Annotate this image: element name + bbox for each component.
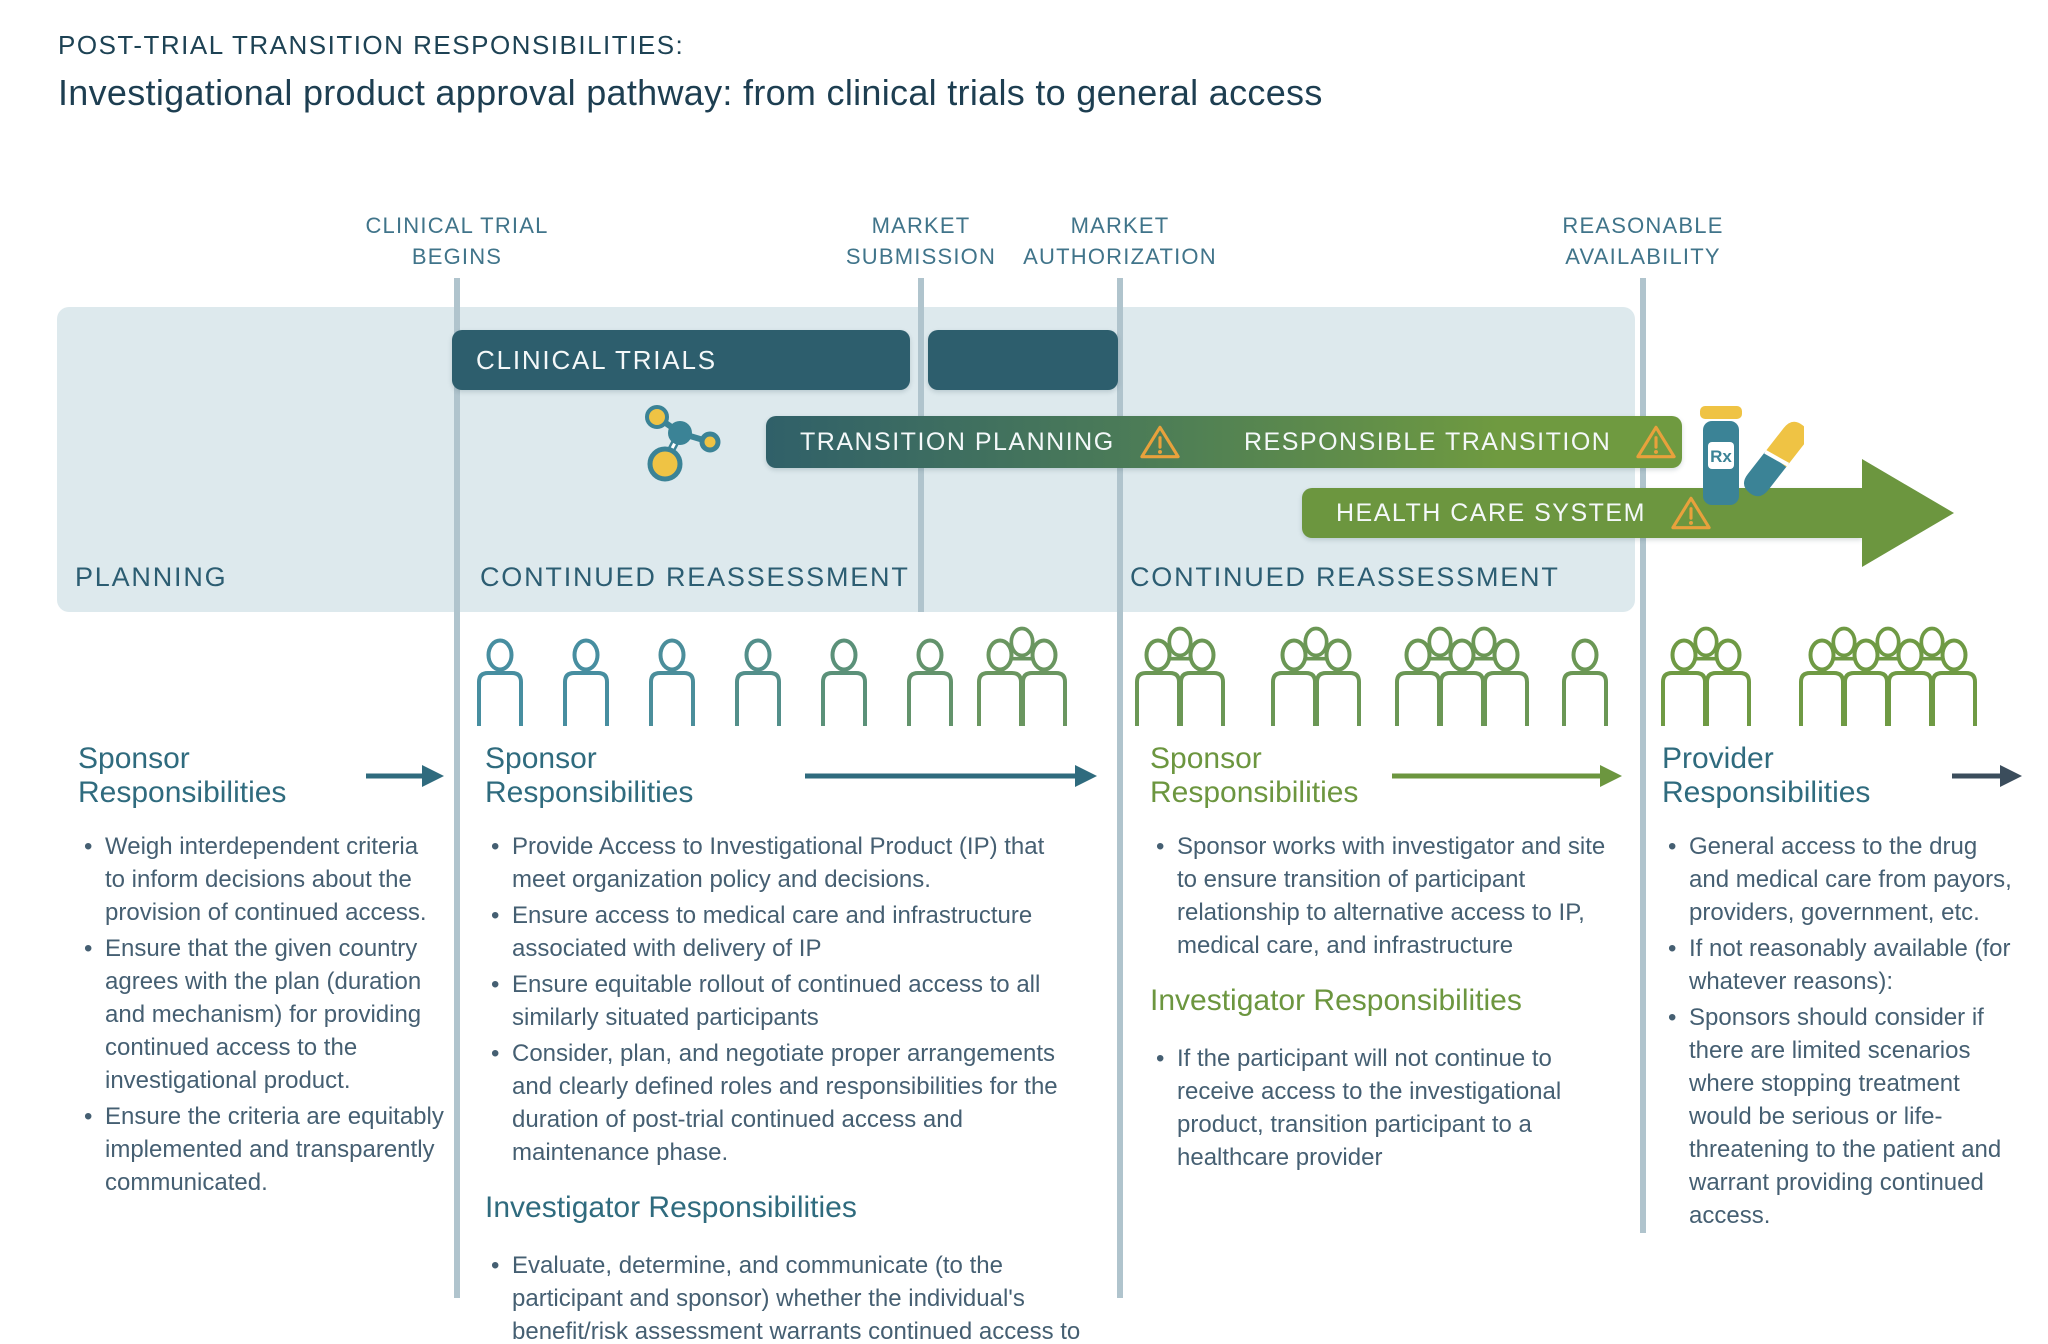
person-icon xyxy=(477,638,523,726)
rx-pill-bottle-icon: Rx xyxy=(1700,406,1742,505)
column-subheading: Investigator Responsibilities xyxy=(1150,984,1622,1018)
milestone-line2: SUBMISSION xyxy=(845,244,997,269)
transition-planning-label: TRANSITION PLANNING xyxy=(800,427,1115,456)
milestone-line2: BEGINS xyxy=(411,244,503,269)
responsible-transition-label-group: RESPONSIBLE TRANSITION xyxy=(1244,423,1677,461)
bullet: Sponsor works with investigator and site… xyxy=(1150,830,1622,962)
column-planning: Sponsor Responsibilities Weigh interdepe… xyxy=(78,742,444,1202)
column-continued-reassessment-1: Sponsor Responsibilities Provide Access … xyxy=(485,742,1097,1344)
heading-text: Sponsor Responsibilities xyxy=(485,742,694,809)
bullet: Sponsors should consider if there are li… xyxy=(1662,1001,2022,1232)
health-care-system-label-group: HEALTH CARE SYSTEM xyxy=(1336,494,1712,532)
milestone-market-authorization: MARKET AUTHORIZATION xyxy=(960,210,1280,272)
milestone-line1: CLINICAL TRIAL xyxy=(365,213,549,238)
column-provider: Provider Responsibilities General access… xyxy=(1662,742,2022,1235)
milestone-market-submission: MARKET SUBMISSION xyxy=(761,210,1081,272)
milestone-clinical-trial-begins: CLINICAL TRIAL BEGINS xyxy=(297,210,617,272)
people-group-icon xyxy=(977,626,1067,726)
bullet-list: Weigh interdependent criteria to inform … xyxy=(78,830,444,1199)
medication-icons: Rx xyxy=(1700,406,1804,505)
milestone-line1: REASONABLE xyxy=(1562,213,1724,238)
people-group-icon xyxy=(1135,626,1225,726)
people-group-icon xyxy=(1271,626,1361,726)
arrow-icon xyxy=(366,765,444,787)
bullet: Evaluate, determine, and communicate (to… xyxy=(485,1249,1097,1344)
person-icon xyxy=(1562,638,1608,726)
person-icon xyxy=(735,638,781,726)
health-care-system-bar: HEALTH CARE SYSTEM xyxy=(1302,488,1862,538)
svg-text:Rx: Rx xyxy=(1710,447,1732,466)
bullet: Ensure that the given country agrees wit… xyxy=(78,932,444,1097)
milestone-line2: AUTHORIZATION xyxy=(1023,244,1217,269)
heading-text: Provider Responsibilities xyxy=(1662,742,1871,809)
bullet-list: Sponsor works with investigator and site… xyxy=(1150,830,1622,962)
molecule-icon xyxy=(645,405,721,482)
bullet: Ensure access to medical care and infras… xyxy=(485,899,1097,965)
transition-planning-label-group: TRANSITION PLANNING xyxy=(800,423,1181,461)
health-care-system-label: HEALTH CARE SYSTEM xyxy=(1336,498,1646,527)
people-group-icon xyxy=(1661,626,1751,726)
heading-text: Sponsor Responsibilities xyxy=(78,742,287,809)
bullet: Ensure equitable rollout of continued ac… xyxy=(485,968,1097,1034)
timeline-line-market-authorization xyxy=(1117,278,1123,1298)
person-icon xyxy=(907,638,953,726)
clinical-trials-bar: CLINICAL TRIALS xyxy=(452,330,910,390)
heading-text: Sponsor Responsibilities xyxy=(1150,742,1359,809)
transition-gradient-bar: TRANSITION PLANNING RESPONSIBLE TRANSITI… xyxy=(766,416,1682,468)
bullet-list: General access to the drug and medical c… xyxy=(1662,830,2022,1232)
people-group-icon xyxy=(1395,626,1529,726)
responsible-transition-label: RESPONSIBLE TRANSITION xyxy=(1244,427,1612,456)
bullet-list: If the participant will not continue to … xyxy=(1150,1042,1622,1174)
milestone-line2: AVAILABILITY xyxy=(1565,244,1721,269)
phase-continued-reassessment-1: CONTINUED REASSESSMENT xyxy=(480,562,910,592)
heading-text: Investigator Responsibilities xyxy=(1150,984,1522,1017)
column-heading: Sponsor Responsibilities xyxy=(1150,742,1622,810)
heading-text: Investigator Responsibilities xyxy=(485,1191,857,1224)
bullet: Weigh interdependent criteria to inform … xyxy=(78,830,444,929)
column-subheading: Investigator Responsibilities xyxy=(485,1191,1097,1225)
bullet: If the participant will not continue to … xyxy=(1150,1042,1622,1174)
milestone-reasonable-availability: REASONABLE AVAILABILITY xyxy=(1483,210,1803,272)
milestone-line1: MARKET xyxy=(1070,213,1170,238)
bullet-list: Evaluate, determine, and communicate (to… xyxy=(485,1249,1097,1344)
phase-planning: PLANNING xyxy=(75,562,228,592)
warning-icon xyxy=(1636,425,1677,459)
kicker: POST-TRIAL TRANSITION RESPONSIBILITIES: xyxy=(58,30,685,60)
timeline-line-reasonable-availability xyxy=(1640,278,1646,1233)
clinical-trials-bar-label: CLINICAL TRIALS xyxy=(476,344,717,375)
person-icon xyxy=(563,638,609,726)
timeline-line-clinical-begins xyxy=(454,278,460,1298)
clinical-trials-extension-bar xyxy=(928,330,1118,390)
bullet-list: Provide Access to Investigational Produc… xyxy=(485,830,1097,1169)
column-heading: Sponsor Responsibilities xyxy=(78,742,444,810)
column-continued-reassessment-2: Sponsor Responsibilities Sponsor works w… xyxy=(1150,742,1622,1177)
page-title: Investigational product approval pathway… xyxy=(58,72,1323,113)
capsule-icon xyxy=(1743,421,1804,497)
warning-icon xyxy=(1139,425,1180,459)
bullet: General access to the drug and medical c… xyxy=(1662,830,2022,929)
bullet: Provide Access to Investigational Produc… xyxy=(485,830,1097,896)
arrow-icon xyxy=(1392,765,1622,787)
bullet: If not reasonably available (for whateve… xyxy=(1662,932,2022,998)
health-care-system-arrowhead xyxy=(1862,459,1954,567)
people-group-icon xyxy=(1799,626,1977,726)
arrow-icon xyxy=(1952,765,2022,787)
person-icon xyxy=(821,638,867,726)
warning-icon xyxy=(1671,496,1711,530)
bullet: Consider, plan, and negotiate proper arr… xyxy=(485,1037,1097,1169)
column-heading: Sponsor Responsibilities xyxy=(485,742,1097,810)
person-icon xyxy=(649,638,695,726)
milestone-line1: MARKET xyxy=(871,213,971,238)
phase-continued-reassessment-2: CONTINUED REASSESSMENT xyxy=(1130,562,1560,592)
arrow-icon xyxy=(805,765,1097,787)
bullet: Ensure the criteria are equitably implem… xyxy=(78,1100,444,1199)
column-heading: Provider Responsibilities xyxy=(1662,742,2022,810)
